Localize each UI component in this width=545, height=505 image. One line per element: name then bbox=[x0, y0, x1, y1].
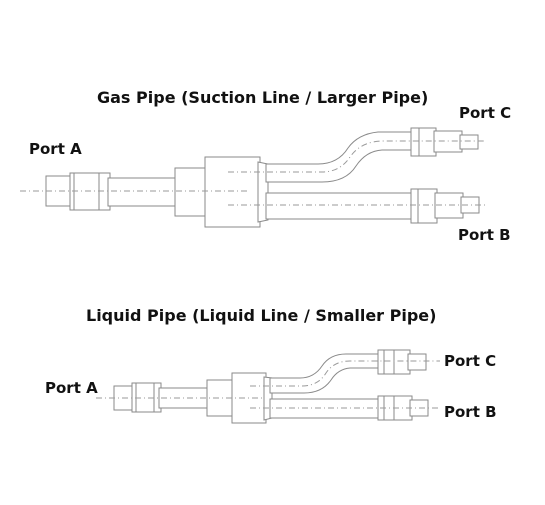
gas-port-a-label: Port A bbox=[29, 140, 82, 158]
liquid-pipe-title: Liquid Pipe (Liquid Line / Smaller Pipe) bbox=[86, 306, 437, 325]
liquid-port-c-label: Port C bbox=[444, 352, 497, 370]
liquid-port-b-label: Port B bbox=[444, 403, 497, 421]
gas-body bbox=[204, 156, 261, 228]
gas-branch-b bbox=[265, 192, 415, 220]
liquid-pipe-joint bbox=[96, 349, 440, 424]
gas-pipe-joint bbox=[20, 127, 485, 228]
liquid-port-a-label: Port A bbox=[45, 379, 98, 397]
liquid-body bbox=[231, 372, 267, 424]
gas-port-c-label: Port C bbox=[459, 104, 512, 122]
gas-port-c-fitting bbox=[410, 127, 437, 157]
gas-trunk bbox=[107, 177, 179, 207]
gas-port-b-fitting bbox=[410, 188, 438, 224]
gas-port-b-label: Port B bbox=[458, 226, 511, 244]
liquid-branch-c bbox=[269, 353, 381, 394]
gas-branch-c bbox=[265, 131, 415, 183]
gas-pipe-title: Gas Pipe (Suction Line / Larger Pipe) bbox=[97, 88, 429, 107]
gas-reducer-collar bbox=[174, 167, 208, 217]
